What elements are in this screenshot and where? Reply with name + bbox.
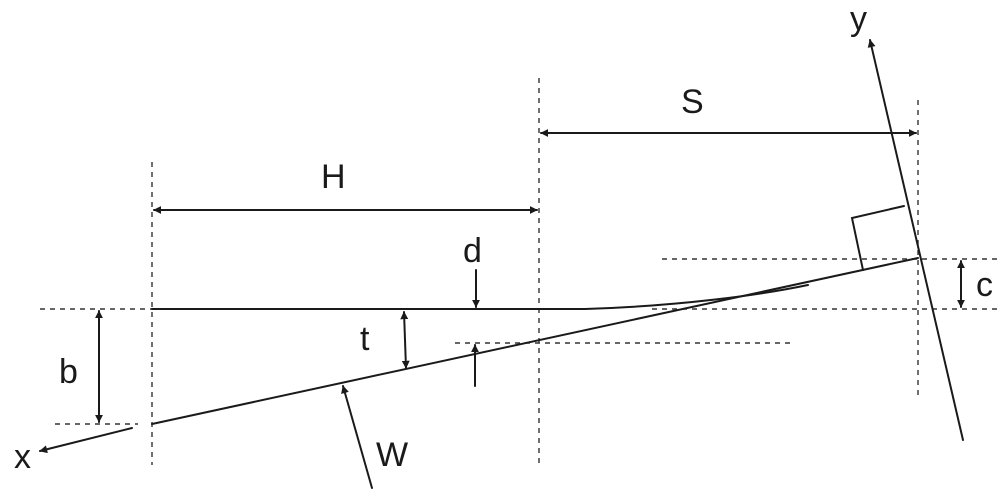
label-y: y: [850, 0, 867, 38]
label-d: d: [463, 232, 482, 270]
y-axis-line: [867, 39, 964, 441]
label-b: b: [59, 353, 78, 391]
label-c: c: [976, 266, 993, 304]
label-w: W: [376, 436, 408, 474]
dimension-arrow-t: [400, 311, 410, 369]
horizontal-plate-with-curve: [151, 284, 809, 310]
label-x: x: [14, 438, 31, 476]
label-s: S: [681, 83, 704, 121]
inclined-line: [151, 257, 919, 425]
label-h: H: [321, 158, 346, 196]
pointer-arrow-w: [341, 385, 373, 489]
right-angle-marker: [850, 205, 905, 271]
label-t: t: [360, 320, 370, 358]
x-axis-arrow: [39, 427, 133, 454]
